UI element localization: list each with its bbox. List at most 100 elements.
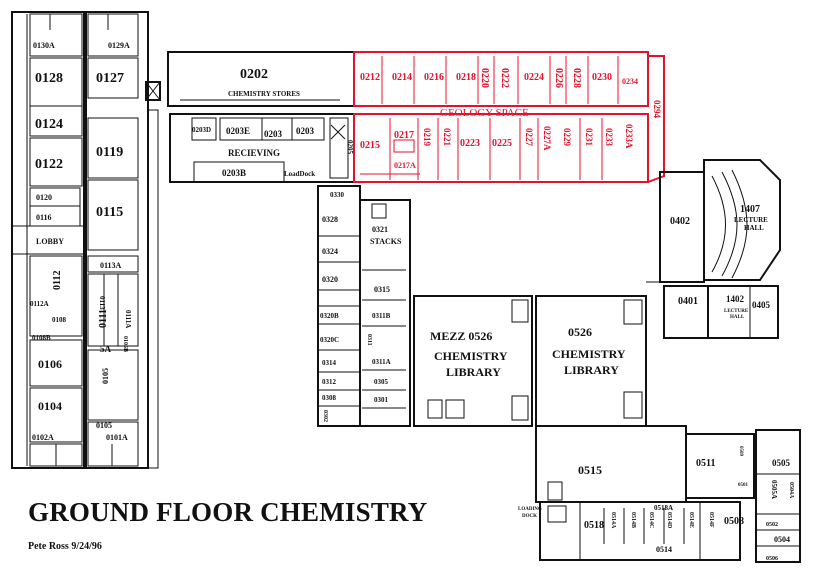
room-5A-label: 5A [100, 344, 112, 354]
room-0509-label: 0509 [738, 446, 743, 457]
author-date: Pete Ross 9/24/96 [28, 541, 102, 552]
room-0203B-label: 0203B [222, 168, 246, 178]
loading-dock-label-2: DOCK [522, 514, 537, 519]
room-1407-label: 1407 [740, 204, 760, 215]
room-0101A-label: 0101A [106, 433, 128, 442]
room-0526-label: 0526 [568, 325, 592, 339]
room-0128-label: 0128 [35, 71, 63, 86]
room-0233A-label: 0233A [624, 124, 634, 149]
room-0514E-label: 0514E [688, 512, 694, 528]
west-wing [11, 11, 161, 469]
room-0328-label: 0328 [322, 215, 338, 224]
room-0105b-label: 0105 [96, 421, 112, 430]
load-dock-label: LoadDock [284, 170, 315, 178]
room-0505-label: 0505 [772, 458, 791, 468]
chemistry-library-mezz-label-2: LIBRARY [446, 365, 501, 379]
chemistry-stores-label: CHEMISTRY STORES [228, 90, 300, 98]
room-0320C-label: 0320C [320, 336, 339, 344]
room-0111-label: 0111 [98, 309, 109, 328]
room-0402-label: 0402 [670, 216, 690, 227]
room-0514-label: 0514 [656, 545, 672, 554]
room-0514C-label: 0514C [648, 512, 654, 528]
loading-dock-label-1: LOADING [518, 507, 542, 512]
room-0233-label: 0233 [604, 128, 614, 147]
room-0120-label: 0120 [36, 193, 52, 202]
room-0506-label: 0506 [766, 556, 778, 562]
room-0315-label: 0315 [374, 285, 390, 294]
room-0301-label: 0301 [374, 396, 389, 404]
lecture-small-label-1: LECTURE [724, 309, 749, 314]
room-0230-label: 0230 [592, 72, 612, 83]
room-0511-label: 0511 [696, 458, 715, 469]
room-0116-label: 0116 [36, 213, 52, 222]
room-0217-label: 0217 [394, 130, 414, 141]
room-0203b-label: 0203 [296, 126, 315, 136]
room-0223-label: 0223 [460, 138, 480, 149]
room-0115-label: 0115 [96, 205, 123, 220]
room-0202-label: 0202 [240, 67, 268, 82]
room-0294-label: 0294 [652, 100, 662, 119]
room-0311-label: 0311 [366, 334, 372, 346]
room-1402-label: 1402 [726, 294, 745, 304]
room-0215-label: 0215 [360, 140, 380, 151]
room-0226-label: 0226 [553, 68, 564, 88]
block-0400 [646, 159, 781, 339]
room-0127-label: 0127 [96, 71, 124, 86]
receiving-label: RECIEVING [228, 148, 280, 158]
room-0105B-label: 0105B [122, 336, 128, 352]
room-0308-label: 0308 [322, 394, 337, 402]
room-0502-label: 0502 [766, 522, 778, 528]
stacks-label: STACKS [370, 237, 402, 246]
room-0105-label: 0105 [101, 368, 110, 384]
room-0113A-label: 0113A [100, 261, 122, 270]
room-0222-label: 0222 [499, 68, 510, 88]
room-0108-label: 0108 [52, 316, 67, 324]
room-0321-label: 0321 [372, 225, 388, 234]
room-0212-label: 0212 [360, 72, 380, 83]
room-0505A-label: 0505A [770, 480, 778, 499]
room-0234-label: 0234 [622, 77, 638, 86]
chemistry-library-label-1: CHEMISTRY [552, 347, 626, 361]
lobby-label: LOBBY [36, 237, 64, 246]
room-0203E-label: 0203E [226, 126, 250, 136]
room-0130A-label: 0130A [33, 41, 55, 50]
room-0311A-label: 0311A [372, 358, 391, 366]
room-0129A-label: 0129A [108, 41, 130, 50]
room-0221-label: 0221 [442, 128, 452, 147]
room-0225-label: 0225 [492, 138, 512, 149]
block-0300 [317, 185, 411, 427]
room-0311B-label: 0311B [372, 312, 391, 320]
room-0518A-label: 0518A [654, 504, 673, 512]
room-0218-label: 0218 [456, 72, 476, 83]
room-0108B-label: 0108B [32, 334, 51, 342]
room-0508-label: 0508 [724, 516, 744, 527]
room-0314-label: 0314 [322, 359, 337, 367]
room-0324-label: 0324 [322, 247, 338, 256]
room-0104-label: 0104 [38, 399, 62, 413]
geology-space-label: GEOLOGY SPACE [440, 107, 529, 119]
room-0203a-label: 0203 [264, 129, 283, 139]
geology-space [353, 51, 665, 183]
room-0119-label: 0119 [96, 145, 123, 160]
room-0227-label: 0227 [524, 128, 534, 147]
mezz-0526-label: MEZZ 0526 [430, 329, 492, 343]
room-0514B-label: 0514B [630, 512, 636, 528]
room-0122-label: 0122 [35, 157, 63, 172]
room-0112A-label: 0112A [30, 300, 49, 308]
room-0231-label: 0231 [584, 128, 594, 147]
room-0124-label: 0124 [35, 117, 63, 132]
chemistry-library-mezz-label-1: CHEMISTRY [434, 349, 508, 363]
room-0518-label: 0518 [584, 520, 604, 531]
room-0305-label: 0305 [374, 378, 389, 386]
room-0514A-label: 0514A [610, 512, 616, 529]
room-0227A-label: 0227A [542, 126, 552, 151]
block-0500 [535, 425, 801, 563]
room-0514F-label: 0514F [708, 512, 714, 528]
room-0224-label: 0224 [524, 72, 544, 83]
room-0111A-label: 0111A [124, 310, 132, 328]
room-0229-label: 0229 [562, 128, 572, 147]
room-0312-label: 0312 [322, 378, 337, 386]
room-0330-label: 0330 [330, 191, 345, 199]
map-title: GROUND FLOOR CHEMISTRY [28, 497, 428, 527]
room-0515-label: 0515 [578, 463, 602, 477]
